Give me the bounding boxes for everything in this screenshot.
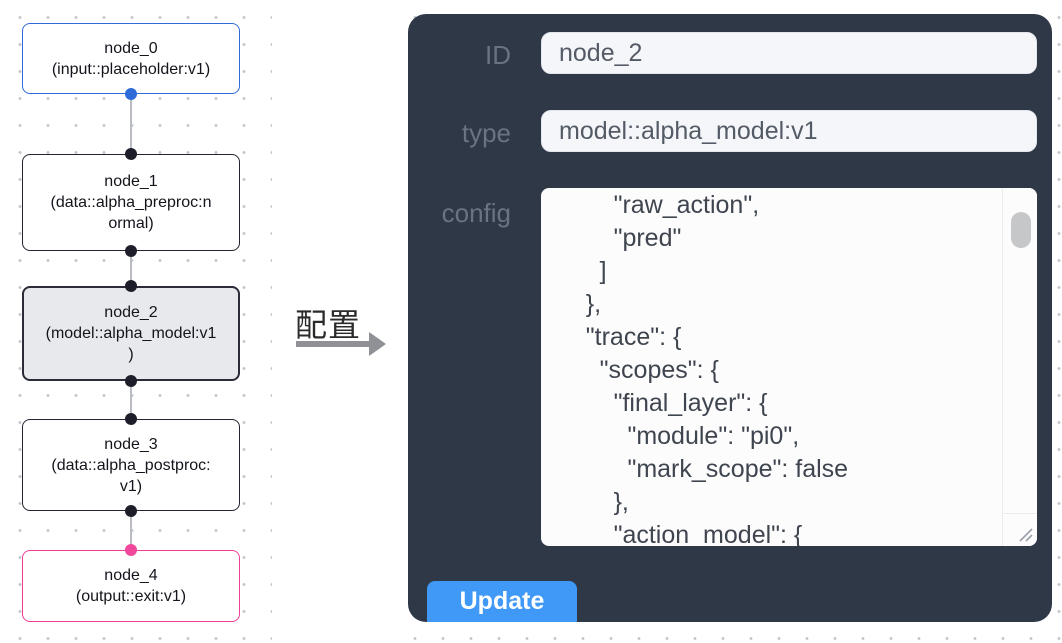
edge-line [130, 511, 132, 550]
port-dot-node_2-in[interactable] [125, 280, 137, 292]
node-label: node_2 (model::alpha_model:v1 ) [45, 304, 217, 363]
config-field-label: config [441, 198, 511, 228]
edge-line [130, 94, 132, 154]
port-dot-node_3-in[interactable] [125, 413, 137, 425]
node-node_3[interactable]: node_3 (data::alpha_postproc: v1) [22, 419, 240, 511]
node-label: node_3 (data::alpha_postproc: v1) [51, 435, 211, 495]
node-node_0[interactable]: node_0 (input::placeholder:v1) [22, 23, 240, 94]
port-dot-node_0-out[interactable] [125, 88, 137, 100]
edge-line [130, 251, 132, 286]
node-node_1[interactable]: node_1 (data::alpha_preproc:n ormal) [22, 154, 240, 251]
config-json-text: "raw_action", "pred" ] }, "trace": { "sc… [585, 191, 849, 546]
type-input[interactable] [541, 110, 1037, 152]
id-input[interactable] [541, 32, 1037, 74]
port-dot-node_1-out[interactable] [125, 245, 137, 257]
node-config-panel: ID type config "raw_action", "pred" ] },… [408, 14, 1052, 622]
id-field-label: ID [485, 40, 511, 70]
config-textarea[interactable]: "raw_action", "pred" ] }, "trace": { "sc… [541, 188, 1037, 546]
port-dot-node_3-out[interactable] [125, 505, 137, 517]
node-node_4[interactable]: node_4 (output::exit:v1) [22, 550, 240, 622]
port-dot-node_1-in[interactable] [125, 148, 137, 160]
node-label: node_1 (data::alpha_preproc:n ormal) [50, 173, 212, 232]
config-resize-corner[interactable] [1002, 513, 1037, 546]
resize-handle-icon [1019, 528, 1033, 542]
transition-arrow-head-icon [369, 332, 386, 356]
node-node_2-selected[interactable]: node_2 (model::alpha_model:v1 ) [22, 286, 240, 381]
port-dot-node_2-out[interactable] [125, 375, 137, 387]
transition-label: 配置 [295, 307, 362, 343]
node-label: node_0 (input::placeholder:v1) [51, 39, 211, 78]
config-scrollbar[interactable] [1002, 188, 1037, 514]
port-dot-node_4-in[interactable] [125, 544, 137, 556]
node-label: node_4 (output::exit:v1) [75, 567, 187, 605]
config-scrollbar-thumb[interactable] [1011, 212, 1031, 248]
type-field-label: type [461, 118, 511, 148]
update-button[interactable]: Update [427, 581, 577, 622]
transition-arrow-icon [296, 341, 370, 347]
edge-line [130, 381, 132, 419]
